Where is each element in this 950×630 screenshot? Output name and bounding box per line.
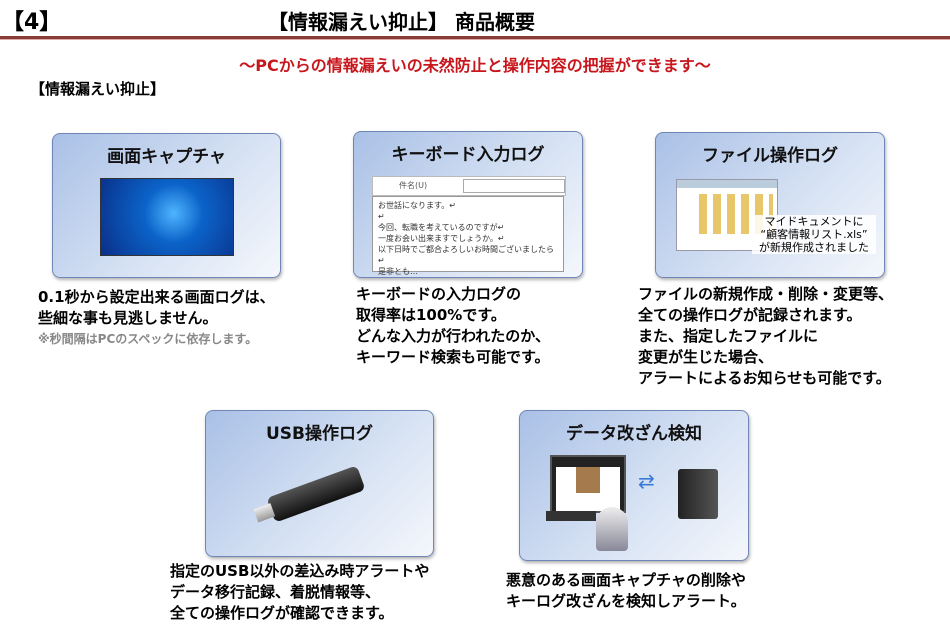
mail-line: ↵	[378, 212, 385, 221]
card-tamper-detection: データ改ざん検知 ⇄	[519, 410, 749, 561]
card-description: キーボードの入力ログの 取得率は100%です。 どんな入力が行われたのか、 キー…	[356, 284, 550, 368]
desc-line: キーワード検索も可能です。	[356, 348, 550, 366]
desc-line: 些細な事も見逃しません。	[38, 309, 218, 327]
note: ※秒間隔はPCのスペックに依存します。	[38, 332, 258, 346]
subject-label: 件名(U)	[399, 181, 428, 190]
desc-line: 悪意のある画面キャプチャの削除や	[506, 571, 746, 589]
desc-line: キーログ改ざんを検知しアラート。	[506, 592, 746, 610]
card-title: キーボード入力ログ	[391, 145, 545, 165]
caption-line: が新規作成されました	[759, 241, 869, 254]
section-heading: 【情報漏えい抑止】	[30, 80, 166, 98]
card-title: ファイル操作ログ	[702, 146, 838, 166]
desc-line: 変更が生じた場合、	[638, 348, 774, 366]
card-file-log: ファイル操作ログ マイドキュメントに “顧客情報リスト.xls” が新規作成され…	[655, 132, 885, 278]
mail-line: お世話になります。↵	[378, 201, 456, 210]
mail-line: 是非とも…	[378, 267, 418, 276]
mail-line: 一度お会い出来ますでしょうか。↵	[378, 234, 505, 243]
subject-field: 件名(U)	[372, 176, 566, 196]
card-title: 画面キャプチャ	[107, 147, 226, 167]
desc-line: キーボードの入力ログの	[356, 285, 522, 303]
slide-number: 【4】	[2, 10, 62, 35]
mail-body: お世話になります。↵ ↵ 今回、転職を考えているのですが↵ 一度お会い出来ますで…	[372, 196, 564, 276]
card-title: USB操作ログ	[265, 424, 373, 444]
desc-line: ファイルの新規作成・削除・変更等、	[638, 285, 894, 303]
card-screen-capture: 画面キャプチャ	[52, 133, 281, 278]
file-caption: マイドキュメントに “顧客情報リスト.xls” が新規作成されました	[752, 215, 876, 254]
card-usb-log: USB操作ログ	[205, 410, 434, 557]
desc-line: 全ての操作ログが記録されます。	[638, 306, 862, 324]
desc-line: アラートによるお知らせも可能です。	[638, 369, 891, 387]
desc-line: 取得率は100%です。	[356, 306, 506, 324]
caption-line: “顧客情報リスト.xls”	[760, 228, 868, 241]
desc-line: データ移行記録、着脱情報等、	[170, 583, 381, 601]
desc-line: また、指定したファイルに	[638, 327, 819, 345]
desc-line: 指定のUSB以外の差込み時アラートや	[170, 562, 430, 580]
windows-desktop-image	[100, 178, 234, 256]
desc-line: 0.1秒から設定出来る画面ログは、	[38, 288, 275, 306]
keyboard-icon	[546, 511, 596, 521]
card-title: データ改ざん検知	[566, 424, 702, 444]
card-description: ファイルの新規作成・削除・変更等、 全ての操作ログが記録されます。 また、指定し…	[638, 284, 893, 389]
card-description: 悪意のある画面キャプチャの削除や キーログ改ざんを検知しアラート。	[506, 570, 746, 612]
desc-line: 全ての操作ログが確認できます。	[170, 604, 394, 622]
monitor-icon	[550, 455, 626, 513]
subtitle: ～PCからの情報漏えいの未然防止と操作内容の把握ができます～	[239, 56, 711, 75]
usb-drive-icon	[253, 465, 366, 523]
server-icon	[678, 469, 718, 519]
caption-line: マイドキュメントに	[764, 215, 864, 228]
desc-line: どんな入力が行われたのか、	[356, 327, 550, 345]
mail-line: 今回、転職を考えているのですが↵	[378, 223, 505, 232]
user-icon	[596, 507, 628, 551]
card-description: 0.1秒から設定出来る画面ログは、 些細な事も見逃しません。 ※秒間隔はPCのス…	[38, 287, 275, 350]
sync-arrows-icon: ⇄	[638, 469, 655, 493]
card-description: 指定のUSB以外の差込み時アラートや データ移行記録、着脱情報等、 全ての操作ロ…	[170, 561, 429, 624]
page-title: 【情報漏えい抑止】 商品概要	[268, 10, 535, 34]
mail-line: 以下日時でご都合よろしいお時間ございましたら↵	[378, 245, 554, 265]
header-divider	[0, 36, 950, 40]
card-keyboard-log: キーボード入力ログ 件名(U) お世話になります。↵ ↵ 今回、転職を考えている…	[353, 131, 583, 278]
